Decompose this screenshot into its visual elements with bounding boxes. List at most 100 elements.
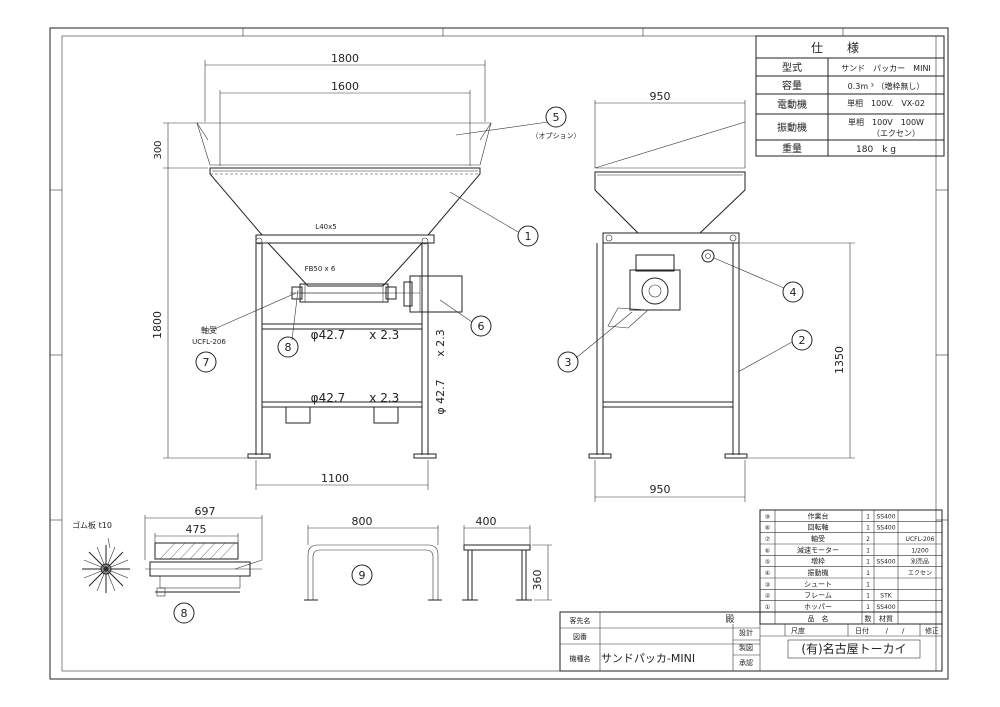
parts-row-mat: SS400 [876, 525, 895, 532]
title-block: 客先名 殿 図番 機種名 サンドパッカ-MINI 設計 製図 承認 尺度 日付 … [559, 611, 943, 672]
spec-label-weight: 重量 [782, 142, 802, 155]
label-pipe-2: φ42.7 x 2.3 [311, 391, 400, 405]
dim-1800-height: 1800 [151, 311, 164, 339]
side-view: 950 950 1350 [575, 90, 855, 502]
rotor-detail: ゴム板 t10 697 [72, 505, 263, 597]
title-revise: 修正 [925, 626, 939, 635]
parts-row-note: UCFL-206 [906, 536, 935, 543]
label-bearing: 軸受 [201, 325, 217, 335]
parts-row-qty: 1 [866, 593, 870, 600]
spec-label-motor: 電動機 [777, 98, 807, 111]
label-pipe-1: φ42.7 x 2.3 [311, 328, 400, 342]
dim-475: 475 [186, 523, 207, 536]
label-rubber: ゴム板 t10 [72, 520, 112, 530]
balloon-8-detail: 8 [173, 602, 195, 624]
title-drawing-no-label: 図番 [573, 633, 587, 641]
title-scale: 尺度 [791, 626, 805, 635]
dim-950-top: 950 [650, 90, 671, 103]
parts-row-mat: STK [880, 593, 892, 600]
title-machine-label: 機種名 [570, 654, 591, 663]
label-fb50: FB50 x 6 [305, 265, 336, 273]
parts-row-name: 増枠 [811, 557, 825, 566]
dim-1100: 1100 [321, 472, 349, 485]
title-approve: 承認 [739, 658, 753, 667]
spec-value-weight: 180 k g [856, 145, 896, 155]
spec-label-model: 型式 [782, 61, 802, 74]
label-bearing-model: UCFL-206 [192, 338, 226, 346]
spec-label-vibrator: 振動機 [777, 121, 807, 134]
work-table-detail: 800 400 360 [304, 515, 552, 601]
label-pipe-v2: φ 42.7 [434, 379, 447, 414]
parts-row-name: 軸受 [811, 534, 825, 543]
parts-row-name: シュート [804, 580, 832, 588]
title-date-sep: / / [886, 627, 905, 635]
title-machine-name: サンドパッカ-MINI [601, 652, 695, 665]
balloon-8-front: 8 [277, 336, 299, 358]
parts-row-note: 1/200 [911, 547, 928, 554]
parts-header-name: 品 名 [808, 614, 829, 623]
dim-300: 300 [153, 140, 164, 159]
parts-row-mat: SS400 [876, 604, 895, 611]
label-option: （オプション） [532, 132, 581, 140]
balloon-6-text: 6 [478, 320, 485, 333]
spec-vibrator-maker: （エクセン） [872, 129, 920, 138]
spec-value-model: サンド パッカー MINI [841, 64, 931, 73]
balloon-7: 7 [195, 351, 217, 373]
dim-360: 360 [531, 570, 544, 591]
spec-title: 仕 様 [811, 41, 859, 55]
balloon-4: 4 [782, 281, 804, 303]
parts-row-qty: 1 [866, 513, 870, 520]
spec-label-capacity: 容量 [782, 79, 802, 92]
parts-row-no: ⑤ [765, 559, 770, 566]
spec-value-motor: 単相 100V. VX-02 [847, 98, 925, 108]
balloons: 5 1 4 2 3 6 7 8 8 9 [173, 106, 813, 624]
dim-1350: 1350 [833, 346, 846, 374]
balloon-8-front-text: 8 [285, 341, 292, 354]
parts-row-qty: 1 [866, 525, 870, 532]
parts-row-name: 回転軸 [808, 523, 829, 532]
sheet-border [49, 27, 949, 680]
dim-1600: 1600 [331, 80, 359, 93]
title-design: 設計 [739, 628, 753, 637]
parts-row-mat: SS400 [876, 513, 895, 520]
dim-697: 697 [195, 505, 216, 518]
parts-row-no: ③ [765, 581, 770, 588]
balloon-1: 1 [517, 225, 539, 247]
parts-row-mat: SS400 [876, 559, 895, 566]
parts-header-mat: 材質 [879, 614, 893, 623]
title-date: 日付 [855, 626, 869, 635]
front-view: 1800 1600 300 1800 1100 （オプション） L40x5 FB… [151, 52, 581, 490]
balloon-5: 5 [545, 106, 567, 128]
parts-row-no: ② [765, 593, 771, 600]
parts-row-no: ⑦ [765, 536, 771, 543]
parts-row-name: ホッパー [804, 603, 832, 611]
balloon-5-text: 5 [553, 111, 560, 124]
parts-row-note: 別売品 [911, 558, 929, 566]
balloon-7-text: 7 [203, 356, 210, 369]
parts-row-name: フレーム [804, 592, 832, 600]
title-draft: 製図 [739, 643, 753, 652]
parts-row-name: 減速モーター [797, 545, 839, 554]
spec-value-vibrator: 単相 100V 100W [848, 117, 924, 127]
parts-row-no: ⑨ [765, 513, 770, 520]
balloon-3-text: 3 [565, 356, 572, 369]
parts-row-note: エクセン [908, 570, 932, 577]
label-pipe-v1: x 2.3 [434, 329, 447, 357]
title-company: (有)名古屋トーカイ [801, 641, 906, 656]
spec-table: 仕 様 型式 サンド パッカー MINI 容量 0.3m ³ （増枠無し） 電動… [755, 35, 945, 157]
balloon-8-detail-text: 8 [181, 607, 188, 620]
dim-950-bottom: 950 [650, 483, 671, 496]
balloon-2-text: 2 [799, 334, 806, 347]
spec-value-capacity: 0.3m ³ （増枠無し） [848, 81, 925, 91]
parts-row-no: ⑧ [765, 525, 770, 532]
balloon-1-text: 1 [525, 230, 532, 243]
parts-row-name: 振動機 [808, 568, 829, 577]
dim-800: 800 [352, 515, 373, 528]
parts-row-no: ⑥ [765, 547, 770, 554]
balloon-6: 6 [470, 315, 492, 337]
title-customer-suffix: 殿 [725, 614, 734, 625]
title-customer-label: 客先名 [570, 616, 591, 625]
parts-row-qty: 1 [866, 559, 870, 566]
balloon-4-text: 4 [790, 286, 797, 299]
